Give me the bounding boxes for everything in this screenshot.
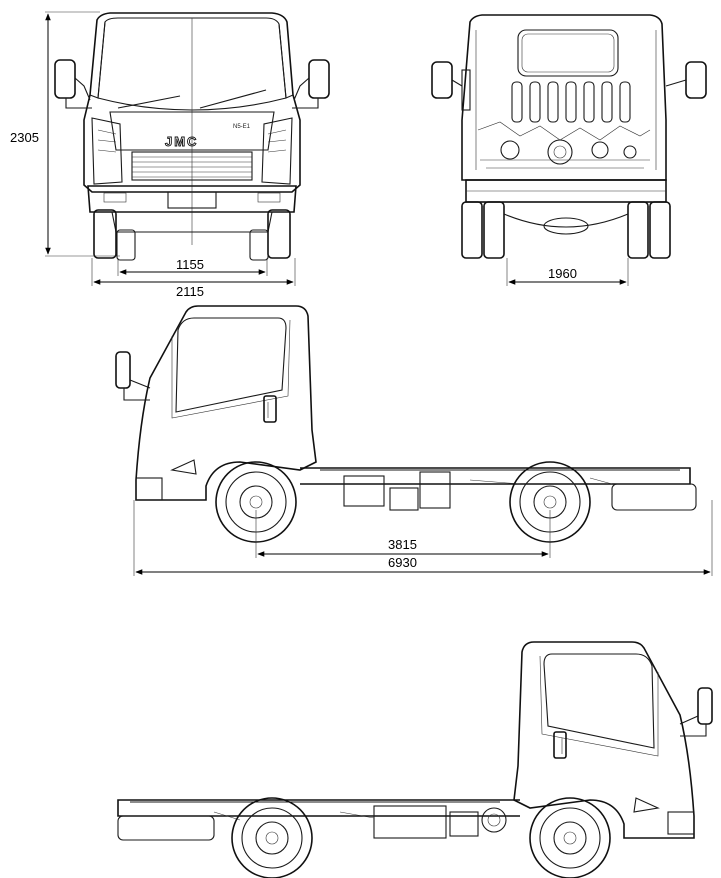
height-label: 2305: [10, 130, 39, 145]
overall-width-label: 2115: [176, 284, 204, 299]
rear-view: [431, 14, 707, 259]
model-badge: N5-E1: [233, 124, 251, 130]
wheelbase-label: 3815: [388, 537, 417, 552]
side-dimensions: 3815 6930: [133, 500, 713, 576]
rear-wheel-side-right: [231, 797, 313, 878]
front-grille: [131, 151, 253, 181]
front-track-label: 1155: [176, 257, 204, 272]
rear-dimensions: 1960: [506, 258, 629, 286]
front-view: JMC N5-E1: [54, 12, 330, 261]
overall-length-label: 6930: [388, 555, 417, 570]
rear-wall-ribs: [511, 81, 631, 123]
front-dimensions: 2305 1155 2115: [10, 11, 296, 299]
side-view-right: [117, 641, 713, 878]
front-wheel-side-right: [529, 797, 611, 878]
side-view-left: [115, 305, 697, 543]
rear-track-label: 1960: [548, 266, 577, 281]
brand-logo: JMC: [165, 134, 198, 149]
rear-engine-detail: [477, 121, 651, 169]
